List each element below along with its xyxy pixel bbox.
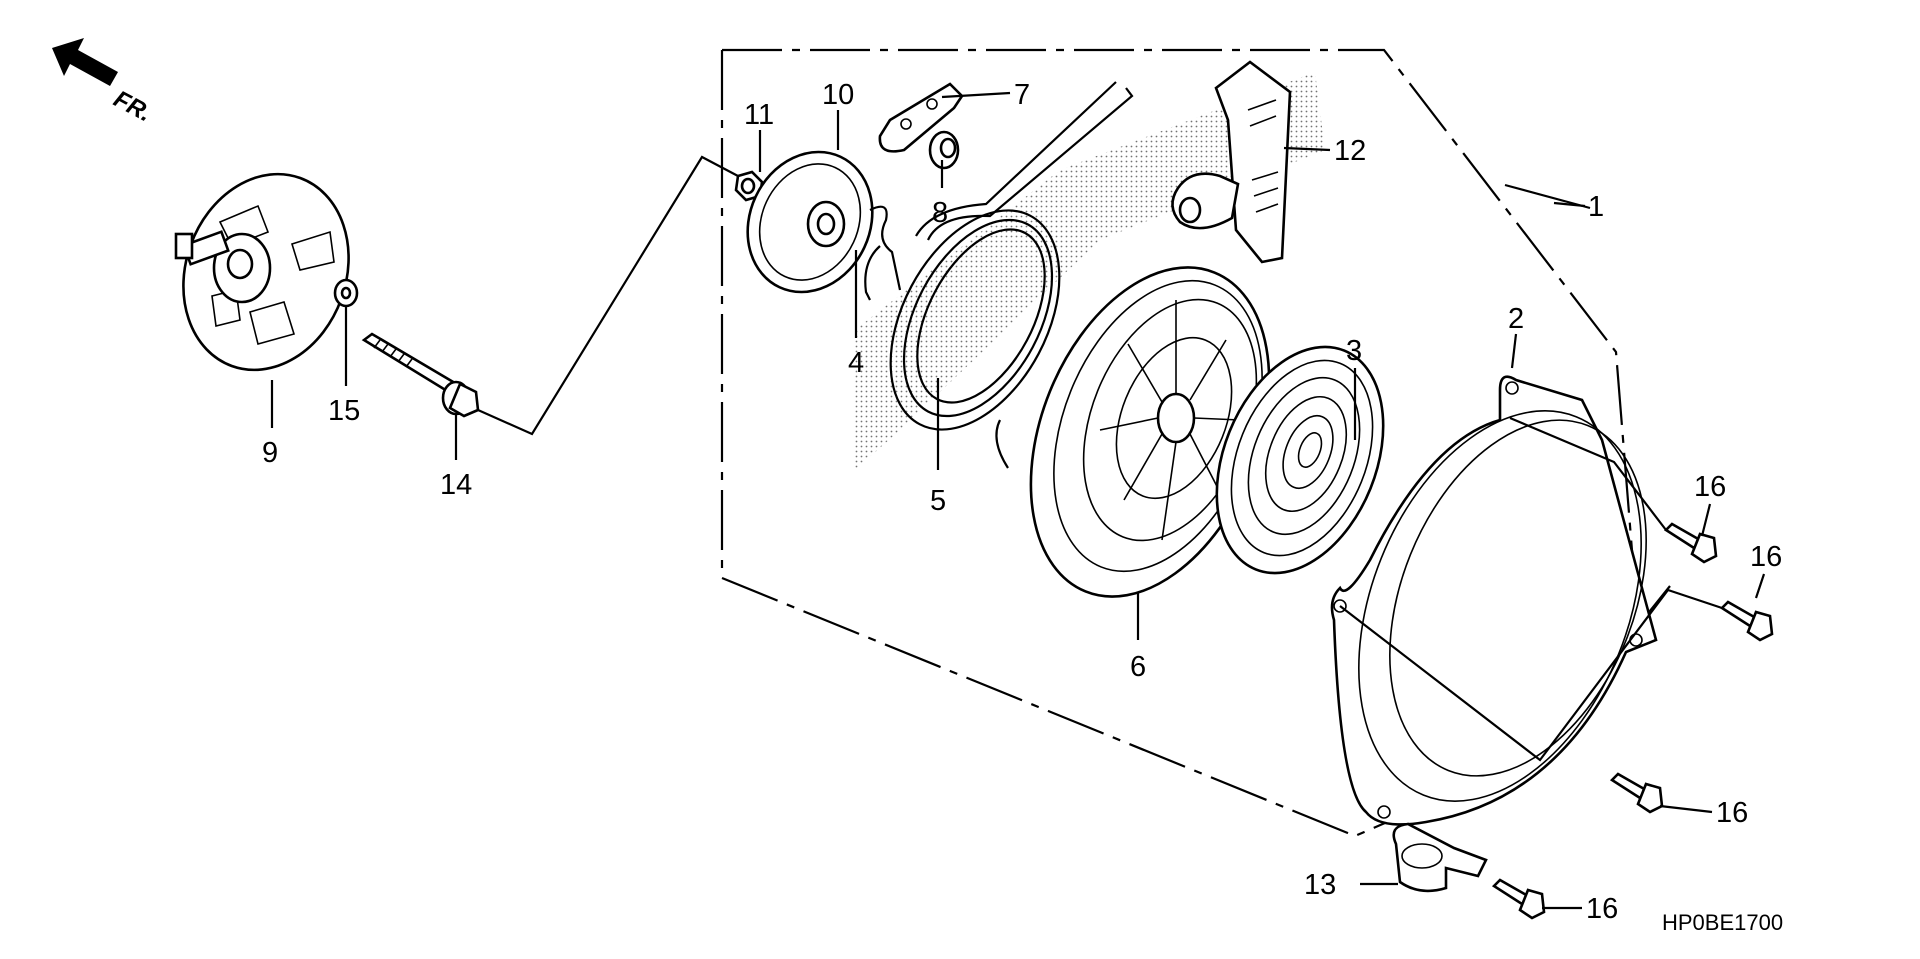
callout-15: 15 bbox=[328, 395, 360, 427]
callout-9: 9 bbox=[262, 437, 278, 469]
callout-12: 12 bbox=[1334, 135, 1366, 167]
starter-rope-part bbox=[889, 81, 1134, 469]
callout-10: 10 bbox=[822, 79, 854, 111]
callout-1: 1 bbox=[1588, 191, 1604, 223]
callout-6: 6 bbox=[1130, 651, 1146, 683]
callout-11: 11 bbox=[744, 99, 774, 131]
flange-bolt-16-part bbox=[1491, 522, 1774, 920]
callout-16c: 16 bbox=[1716, 797, 1748, 829]
front-direction-arrow-icon: FR. bbox=[52, 38, 156, 127]
callout-5: 5 bbox=[930, 485, 946, 517]
recoil-spring-part bbox=[1215, 345, 1385, 575]
direction-label: FR. bbox=[109, 85, 156, 127]
starter-grip-part bbox=[1171, 60, 1292, 264]
washer-part bbox=[333, 278, 359, 308]
callout-16a: 16 bbox=[1694, 471, 1726, 503]
friction-plate-part bbox=[746, 150, 874, 294]
shading bbox=[855, 72, 1325, 470]
leader-lines bbox=[270, 91, 1766, 910]
starter-pulley-part bbox=[174, 172, 350, 372]
callout-2: 2 bbox=[1508, 303, 1524, 335]
callout-4: 4 bbox=[848, 347, 864, 379]
callout-3: 3 bbox=[1346, 335, 1362, 367]
ratchet-part bbox=[878, 82, 964, 153]
callout-14: 14 bbox=[440, 469, 472, 501]
connector-lines bbox=[477, 155, 1723, 762]
drawing-code: HP0BE1700 bbox=[1662, 910, 1783, 935]
flange-bolt-part bbox=[361, 332, 480, 418]
callout-7: 7 bbox=[1014, 79, 1030, 111]
reel-part bbox=[1029, 266, 1271, 598]
return-spring-part bbox=[864, 205, 902, 301]
guide-part bbox=[1392, 822, 1488, 893]
callout-13: 13 bbox=[1304, 869, 1336, 901]
callout-labels: 1 2 3 4 5 6 7 8 9 10 11 12 13 14 15 16 1… bbox=[262, 79, 1782, 925]
callout-16d: 16 bbox=[1586, 893, 1618, 925]
callout-16b: 16 bbox=[1750, 541, 1782, 573]
callout-8: 8 bbox=[932, 197, 948, 229]
collar-part bbox=[928, 130, 960, 170]
